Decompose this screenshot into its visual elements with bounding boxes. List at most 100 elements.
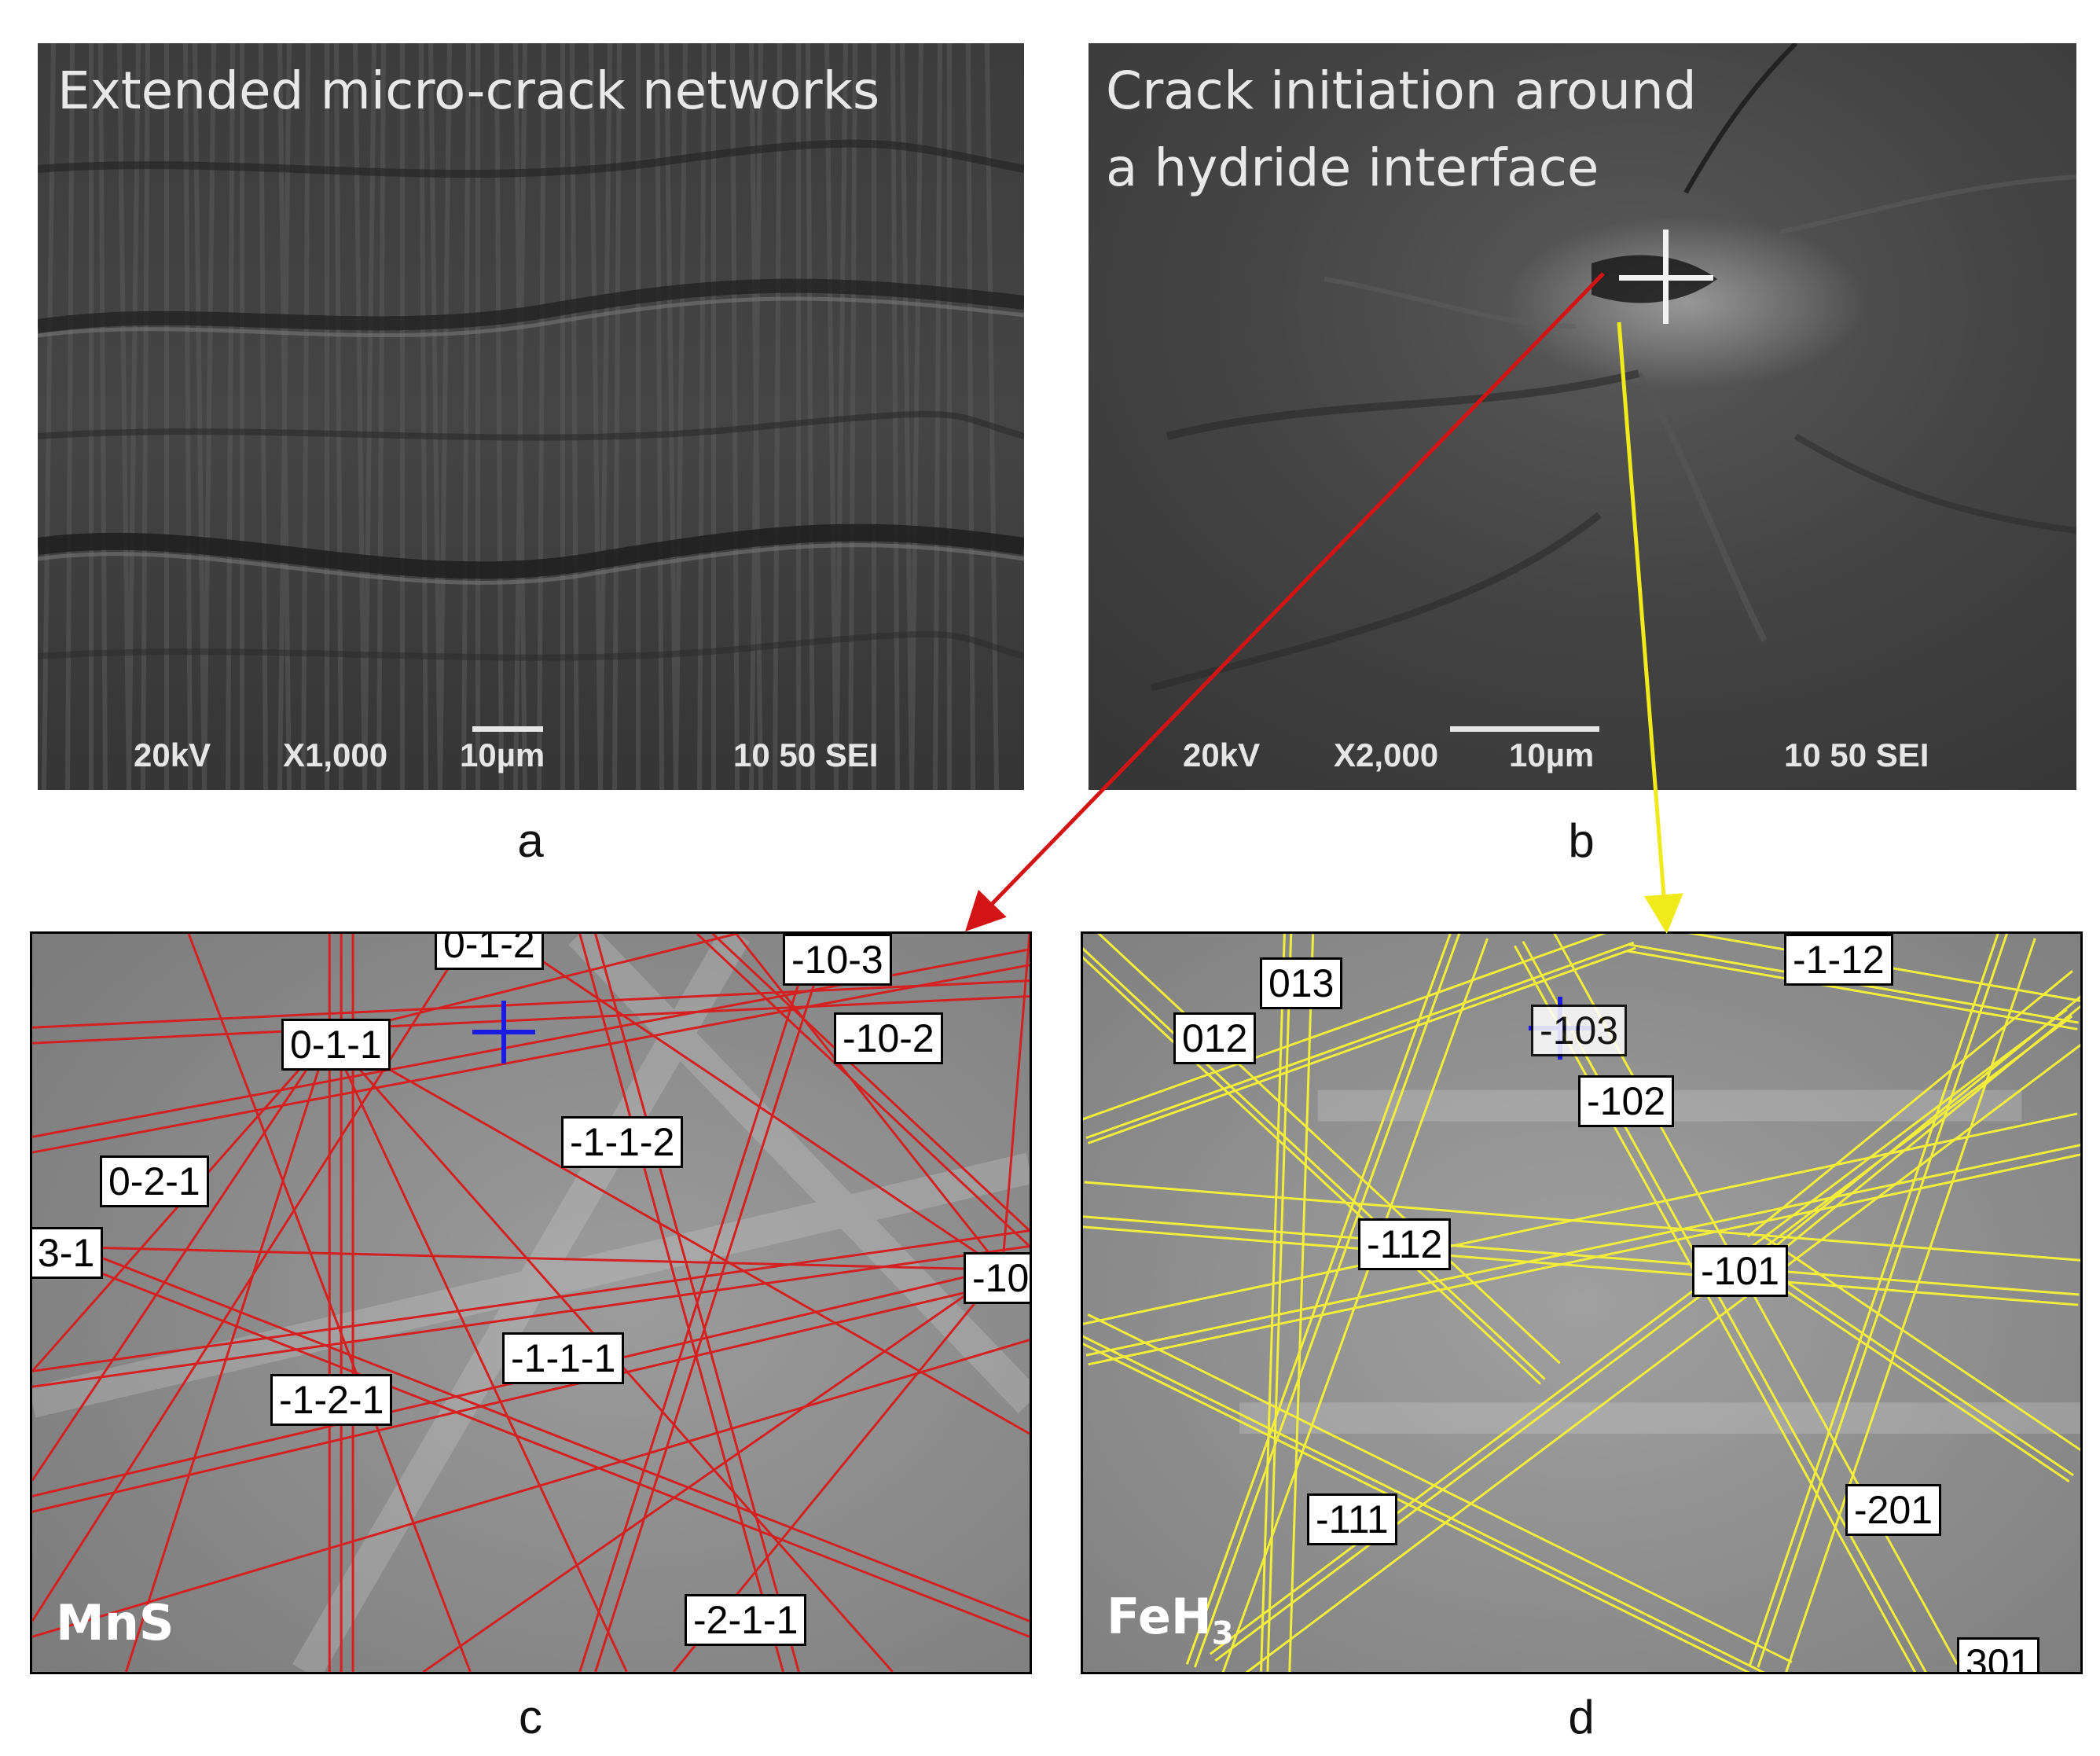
kikuchi-line bbox=[1245, 1043, 2080, 1672]
scale-value: 10µm bbox=[460, 737, 545, 773]
kikuchi-line bbox=[1627, 950, 2078, 1030]
kikuchi-line bbox=[1757, 934, 2009, 1668]
texture-streak bbox=[494, 43, 504, 790]
micro-crack-texture bbox=[38, 43, 1024, 790]
hkl-label: -10-2 bbox=[834, 1012, 943, 1064]
hkl-label: -112 bbox=[1358, 1218, 1452, 1270]
sem-info-bar: 20kV X1,000 10µm 10 50 SEI bbox=[38, 727, 1024, 790]
ebsd-pattern-c: 0-1-2 -10-3 0-1-1 -10-2 -1-1-2 0-2-1 3-1… bbox=[30, 931, 1032, 1674]
hkl-label: -1-1-2 bbox=[561, 1116, 684, 1168]
kikuchi-line bbox=[1084, 1181, 2080, 1262]
kikuchi-band bbox=[1239, 1402, 2080, 1434]
kikuchi-line bbox=[1185, 934, 1452, 1665]
texture-streak bbox=[438, 43, 452, 790]
kikuchi-line bbox=[32, 1229, 1030, 1372]
kikuchi-line bbox=[1087, 946, 1636, 1144]
kikuchi-line bbox=[1083, 956, 1541, 1385]
kikuchi-line bbox=[1097, 934, 1561, 1365]
hkl-label: -1-2-1 bbox=[270, 1374, 393, 1426]
phase-label-mns: MnS bbox=[56, 1594, 174, 1651]
hkl-label: 012 bbox=[1173, 1012, 1257, 1064]
kikuchi-line bbox=[1085, 1144, 2080, 1357]
kikuchi-line bbox=[32, 979, 1030, 1029]
kikuchi-line bbox=[187, 934, 472, 1672]
ebsd-pattern-d: 013 -1-12 012 -103 -102 -112 -101 -111 -… bbox=[1081, 931, 2083, 1674]
kikuchi-band bbox=[568, 934, 1030, 1413]
panel-b-title: Crack initiation around a hydride interf… bbox=[1106, 61, 1697, 198]
texture-streak bbox=[419, 43, 428, 790]
kikuchi-line bbox=[594, 934, 832, 1672]
hkl-label: -2-1-1 bbox=[685, 1594, 807, 1646]
panel-letter-b: b bbox=[1568, 814, 1595, 867]
kikuchi-line bbox=[32, 964, 1030, 1154]
cursor-cross-vertical bbox=[501, 1001, 506, 1064]
kikuchi-line bbox=[1083, 1215, 2080, 1296]
kikuchi-line bbox=[32, 1034, 331, 1482]
texture-streak bbox=[749, 43, 763, 790]
panel-letter-a: a bbox=[517, 814, 544, 867]
texture-streak bbox=[664, 43, 678, 790]
panel-letter-c: c bbox=[519, 1691, 542, 1743]
texture-streak bbox=[730, 43, 740, 790]
texture-streak bbox=[697, 43, 707, 790]
kikuchi-line bbox=[501, 934, 1003, 1271]
kikuchi-line bbox=[1743, 1262, 2070, 1483]
accelerating-voltage: 20kV bbox=[1183, 737, 1261, 773]
hkl-label: -111 bbox=[1307, 1493, 1397, 1545]
scale-bar bbox=[472, 726, 543, 732]
kikuchi-line bbox=[32, 1244, 1003, 1271]
kikuchi-line bbox=[32, 1245, 1030, 1638]
hkl-label: 301 bbox=[1957, 1637, 2040, 1672]
kikuchi-line bbox=[32, 1339, 1030, 1638]
crosshair-marker-vertical bbox=[1663, 230, 1669, 324]
texture-streak bbox=[428, 43, 442, 790]
texture-streak bbox=[362, 43, 376, 790]
kikuchi-line bbox=[329, 1034, 1030, 1435]
kikuchi-line bbox=[696, 934, 1030, 1247]
hkl-label: 013 bbox=[1260, 957, 1343, 1009]
kikuchi-line bbox=[32, 1244, 1030, 1388]
texture-streak bbox=[824, 43, 839, 790]
kikuchi-line bbox=[1083, 946, 1546, 1380]
hkl-label: 3-1 bbox=[32, 1227, 104, 1279]
texture-streak bbox=[655, 43, 664, 790]
phase-label-feh3: FeH3 bbox=[1107, 1588, 1234, 1651]
hkl-label: -10 bbox=[964, 1252, 1030, 1304]
texture-streak bbox=[513, 43, 527, 790]
kikuchi-line bbox=[735, 934, 1004, 1271]
kikuchi-line bbox=[1087, 1313, 1793, 1663]
panel-a-title: Extended micro-crack networks bbox=[57, 61, 880, 121]
sem-image-b: Crack initiation around a hydride interf… bbox=[1089, 43, 2076, 790]
kikuchi-line bbox=[1260, 934, 1286, 1672]
kikuchi-line bbox=[578, 934, 816, 1672]
texture-streak bbox=[674, 43, 688, 790]
kikuchi-line bbox=[1746, 970, 2073, 1238]
sem-code: 10 50 SEI bbox=[1784, 737, 1929, 773]
kikuchi-line bbox=[329, 934, 737, 1037]
kikuchi-line bbox=[422, 1269, 1004, 1672]
sem-image-a: Extended micro-crack networks 20kV X1,00… bbox=[38, 43, 1024, 790]
hkl-label: -201 bbox=[1845, 1484, 1942, 1536]
texture-streak bbox=[773, 43, 782, 790]
sem-info-bar: 20kV X2,000 10µm 10 50 SEI bbox=[1089, 727, 2076, 790]
hkl-label: -10-3 bbox=[783, 934, 892, 986]
kikuchi-line bbox=[1514, 945, 1917, 1672]
kikuchi-line bbox=[1266, 934, 1293, 1672]
kikuchi-line bbox=[1083, 1112, 2078, 1325]
kikuchi-line bbox=[1762, 1235, 2080, 1452]
kikuchi-line bbox=[578, 934, 784, 1672]
hkl-label: -1-12 bbox=[1784, 934, 1893, 986]
accelerating-voltage: 20kV bbox=[134, 737, 211, 773]
kikuchi-line bbox=[1748, 1255, 2074, 1477]
kikuchi-line bbox=[32, 934, 472, 1622]
kikuchi-line bbox=[1083, 1342, 1750, 1672]
kikuchi-line bbox=[32, 1276, 1030, 1513]
hkl-label: -101 bbox=[1692, 1245, 1789, 1297]
phase-main: FeH bbox=[1107, 1587, 1212, 1645]
kikuchi-line bbox=[1210, 1008, 2068, 1655]
kikuchi-line bbox=[1768, 1005, 2080, 1263]
kikuchi-line bbox=[32, 995, 1030, 1045]
hkl-label: -1-1-1 bbox=[502, 1332, 625, 1384]
phase-subscript: 3 bbox=[1211, 1615, 1234, 1651]
kikuchi-line bbox=[1083, 1335, 1765, 1672]
